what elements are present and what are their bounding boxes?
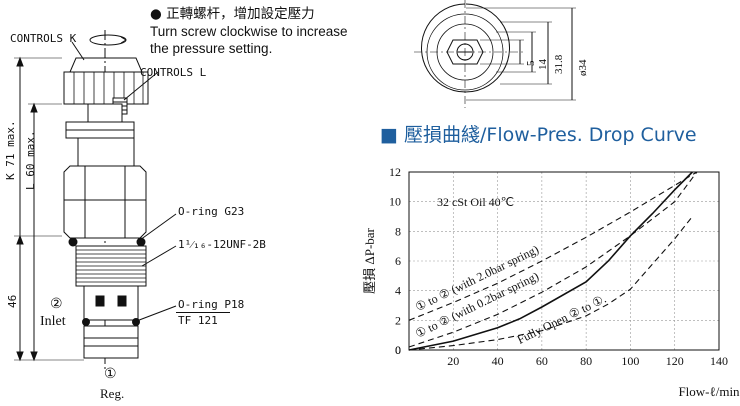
note-en-line2: the pressure setting. bbox=[150, 41, 273, 56]
plot-frame bbox=[408, 171, 720, 351]
y-tick-label: 0 bbox=[395, 343, 401, 357]
x-tick-label: 80 bbox=[580, 354, 592, 368]
adjustment-note: ● 正轉螺杆，增加設定壓力 Turn screw clockwise to in… bbox=[150, 6, 348, 57]
valve-section-drawing bbox=[14, 30, 177, 370]
note-zh: ● 正轉螺杆，增加設定壓力 bbox=[150, 6, 315, 22]
knob-k bbox=[69, 57, 143, 73]
oring-p18-label: O-ring P18 bbox=[178, 298, 245, 311]
y-tick-label: 8 bbox=[395, 224, 401, 238]
origin-label: 0 bbox=[395, 343, 401, 357]
x-axis-label: Flow-ℓ/min bbox=[678, 384, 740, 399]
tf-label: TF 121 bbox=[178, 314, 218, 327]
y-tick-label: 12 bbox=[389, 165, 401, 179]
reg-port-number: ① bbox=[104, 367, 117, 382]
tf-underline bbox=[176, 312, 230, 313]
dim-5: 5 bbox=[525, 60, 537, 67]
dim-34: ø34 bbox=[577, 59, 589, 77]
x-tick-label: 20 bbox=[447, 354, 459, 368]
x-tick-label: 120 bbox=[666, 354, 684, 368]
controls-l-label: CONTROLS L bbox=[140, 66, 207, 79]
condition-label: 32 cSt Oil 40℃ bbox=[437, 195, 514, 209]
x-tick-label: 100 bbox=[621, 354, 639, 368]
y-tick-label: 6 bbox=[395, 254, 401, 268]
inlet-label: Inlet bbox=[40, 314, 66, 329]
note-en-line1: Turn screw clockwise to increase bbox=[150, 24, 348, 39]
rotation-arrow-icon bbox=[89, 34, 127, 46]
y-axis-label: 壓損 ΔP-bar bbox=[362, 227, 377, 293]
x-tick-label: 40 bbox=[492, 354, 504, 368]
dim-46: 46 bbox=[6, 294, 19, 308]
x-tick-label: 140 bbox=[710, 354, 728, 368]
series-label-fully-open: Fully Open ② to ①. bbox=[515, 292, 608, 347]
thread-label: 1¹⁄₁₆-12UNF-2B bbox=[178, 238, 266, 251]
knob-outline bbox=[421, 3, 510, 93]
dim-l-max: L 60 max. bbox=[24, 130, 37, 190]
chart-title: ■ 壓損曲綫/Flow-Pres. Drop Curve bbox=[380, 124, 697, 146]
series-line-1 bbox=[408, 171, 698, 321]
x-tick-label: 60 bbox=[536, 354, 548, 368]
series-line-4 bbox=[408, 216, 693, 351]
y-tick-label: 10 bbox=[389, 195, 401, 209]
dim-14: 14 bbox=[537, 59, 549, 70]
series-line-3 bbox=[408, 171, 693, 351]
y-tick-label: 2 bbox=[395, 313, 401, 327]
dim-k-max: K 71 max. bbox=[4, 120, 17, 180]
hex-body bbox=[63, 165, 147, 239]
oring-g23-label: O-ring G23 bbox=[178, 205, 245, 218]
y-tick-label: 4 bbox=[395, 284, 401, 298]
series-line-2 bbox=[408, 171, 698, 348]
controls-k-label: CONTROLS K bbox=[10, 32, 77, 45]
valve-top-view bbox=[414, 0, 576, 108]
inlet-port-number: ② bbox=[50, 297, 63, 312]
dim-31-8: 31.8 bbox=[553, 54, 565, 74]
reg-label: Reg. bbox=[100, 386, 125, 401]
knob-k-body bbox=[63, 71, 149, 105]
